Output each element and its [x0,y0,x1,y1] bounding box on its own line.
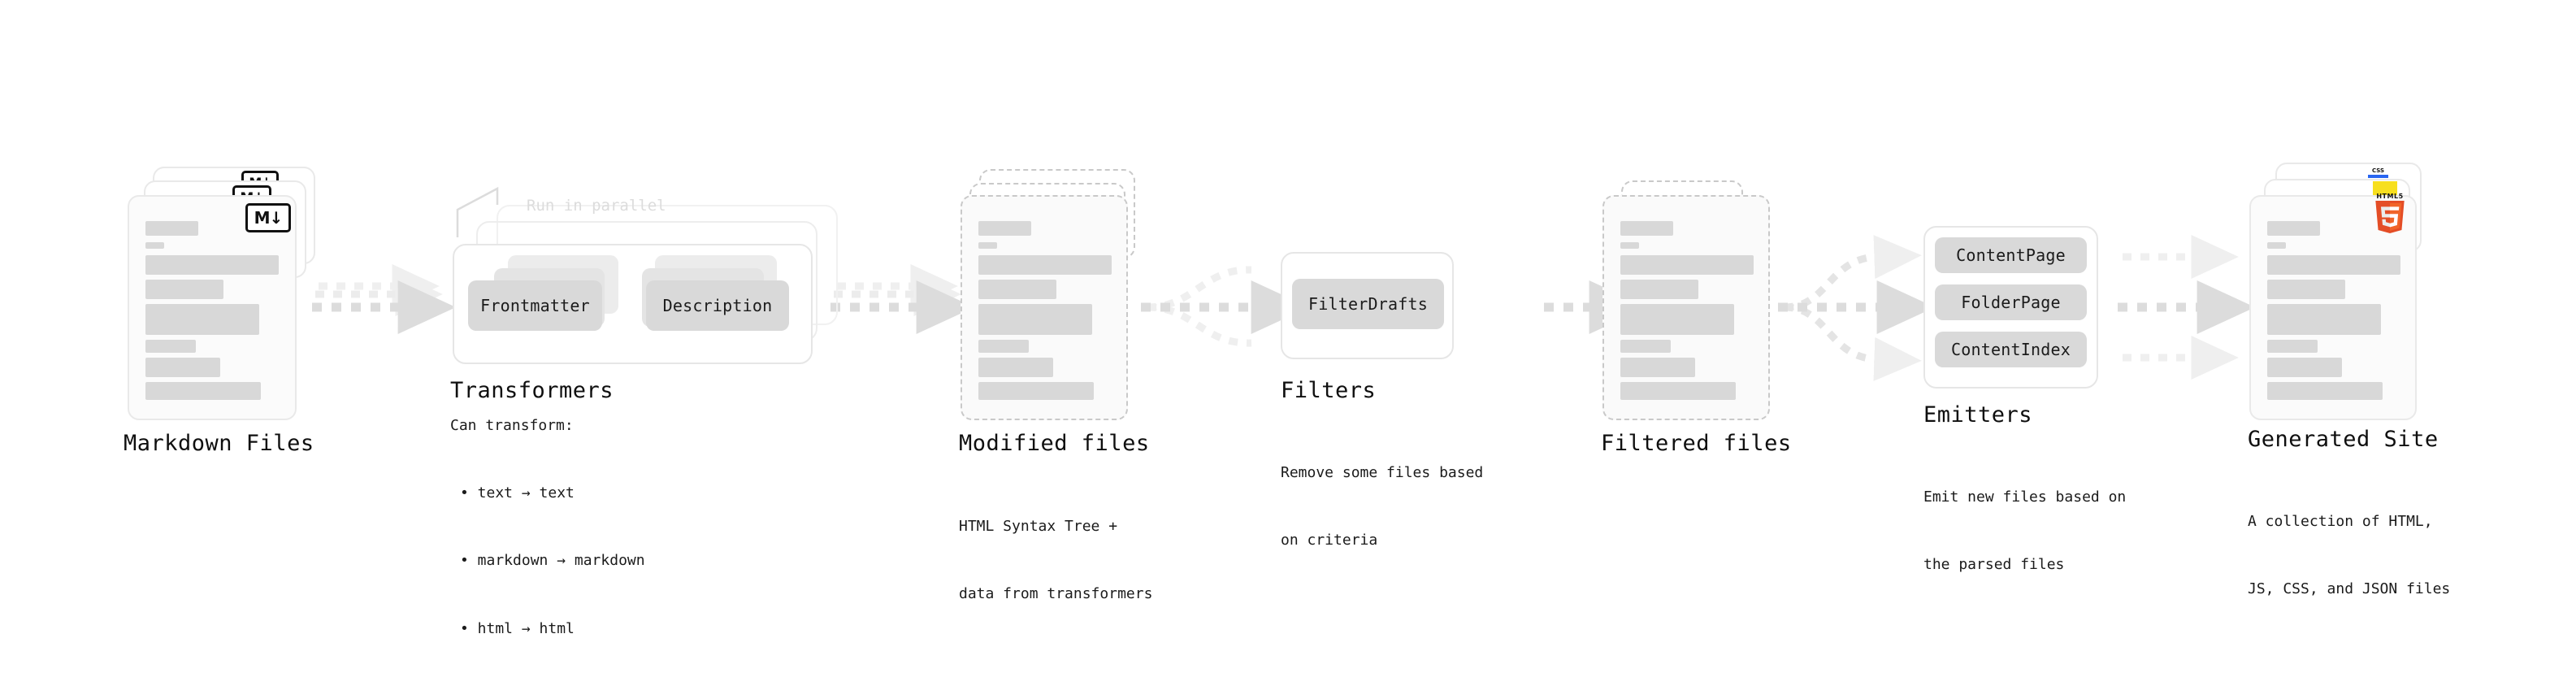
skeleton-bar [1620,280,1698,299]
run-in-parallel-annotation: Run in parallel [527,197,666,215]
list-item: • text → text [460,484,575,501]
subtitle-line: HTML Syntax Tree + [959,517,1118,535]
skeleton-bar [145,242,164,249]
skeleton-bar [2267,340,2318,353]
skeleton-bar [145,221,198,236]
skeleton-bar [978,221,1031,236]
javascript-logo [2373,181,2397,198]
filter-chip-filterdrafts[interactable]: FilterDrafts [1292,279,1444,329]
stage-title-emitters: Emitters [1923,402,2033,428]
list-item: • html → html [460,620,575,638]
subtitle-line: Emit new files based on [1923,488,2127,506]
arrow-transformers-to-modified [830,264,975,334]
css3-logo-label: CSS [2371,167,2385,174]
html5-logo: HTML5 [2374,193,2406,233]
generated-site-subtitle: A collection of HTML, JS, CSS, and JSON … [2248,465,2450,646]
skeleton-bar [978,280,1056,299]
markdown-logo: M↓ [245,203,291,232]
transformers-intro: Can transform: [450,417,574,434]
skeleton-bar [2267,382,2383,400]
skeleton-bar [978,255,1112,275]
subtitle-line: Remove some files based [1281,463,1484,481]
skeleton-bar [978,358,1053,377]
skeleton-bar [145,280,223,299]
transformer-chip-frontmatter-label: Frontmatter [480,296,590,315]
css3-logo: CSS [2368,167,2388,178]
filter-chip-filterdrafts-label: FilterDrafts [1308,294,1428,314]
skeleton-bar [145,358,220,377]
emitter-chip-contentpage[interactable]: ContentPage [1935,237,2087,273]
skeleton-bar [1620,358,1695,377]
skeleton-bar [2267,255,2400,275]
modified-files-subtitle: HTML Syntax Tree + data from transformer… [959,470,1152,651]
modified-file-card-front [961,195,1128,420]
skeleton-bar [1620,242,1639,249]
subtitle-line: on criteria [1281,532,1378,549]
stage-title-filtered-files: Filtered files [1601,431,1792,456]
skeleton-bar [2267,358,2342,377]
subtitle-line: the parsed files [1923,556,2065,574]
markdown-file-card-front [128,195,297,420]
subtitle-line: A collection of HTML, [2248,512,2433,530]
filters-subtitle: Remove some files based on criteria [1281,416,1483,597]
skeleton-bar [2267,242,2286,249]
stage-title-filters: Filters [1281,378,1377,403]
transformer-chip-description-label: Description [662,296,773,315]
skeleton-bar [2267,221,2320,236]
skeleton-bar [978,242,997,249]
stage-title-transformers: Transformers [450,378,614,403]
stage-title-generated-site: Generated Site [2248,427,2439,452]
skeleton-bar [978,304,1092,335]
skeleton-bar [2267,304,2381,335]
html5-logo-wordmark: HTML5 [2376,193,2404,200]
skeleton-bar [1620,255,1754,275]
emitter-chip-contentindex[interactable]: ContentIndex [1935,332,2087,367]
skeleton-bar [145,382,261,400]
transformer-chip-frontmatter[interactable]: Frontmatter [468,280,602,331]
subtitle-line: JS, CSS, and JSON files [2248,580,2451,598]
emitters-subtitle: Emit new files based on the parsed files [1923,441,2126,622]
skeleton-bar [1620,304,1734,335]
skeleton-bar [978,340,1029,353]
skeleton-bar [978,382,1094,400]
stage-title-modified-files: Modified files [959,431,1150,456]
stage-title-markdown-files: Markdown Files [124,431,314,456]
emitter-chip-contentindex-label: ContentIndex [1951,340,2071,359]
arrow-emitters-to-generated [2118,235,2256,380]
markdown-logo-text: M↓ [254,208,284,228]
skeleton-bar [1620,382,1736,400]
skeleton-bar [2267,280,2345,299]
html5-shield-icon [2375,201,2405,233]
arrow-markdown-to-transformers [312,264,457,334]
list-item: • markdown → markdown [460,552,645,570]
skeleton-bar [1620,340,1671,353]
transformers-bullet-list: • text → text • markdown → markdown • ht… [460,436,645,686]
skeleton-bar [145,340,196,353]
subtitle-line: data from transformers [959,585,1153,603]
css3-logo-bar [2368,175,2388,178]
arrow-modified-to-filters [1141,266,1310,347]
emitter-chip-folderpage-label: FolderPage [1961,293,2061,312]
transformer-chip-description[interactable]: Description [646,280,789,331]
skeleton-bar [1620,221,1673,236]
arrow-filtered-to-emitters [1778,235,1936,381]
emitter-chip-contentpage-label: ContentPage [1956,245,2066,265]
skeleton-bar [145,255,279,275]
emitter-chip-folderpage[interactable]: FolderPage [1935,284,2087,320]
filtered-file-card-front [1602,195,1770,420]
skeleton-bar [145,304,259,335]
